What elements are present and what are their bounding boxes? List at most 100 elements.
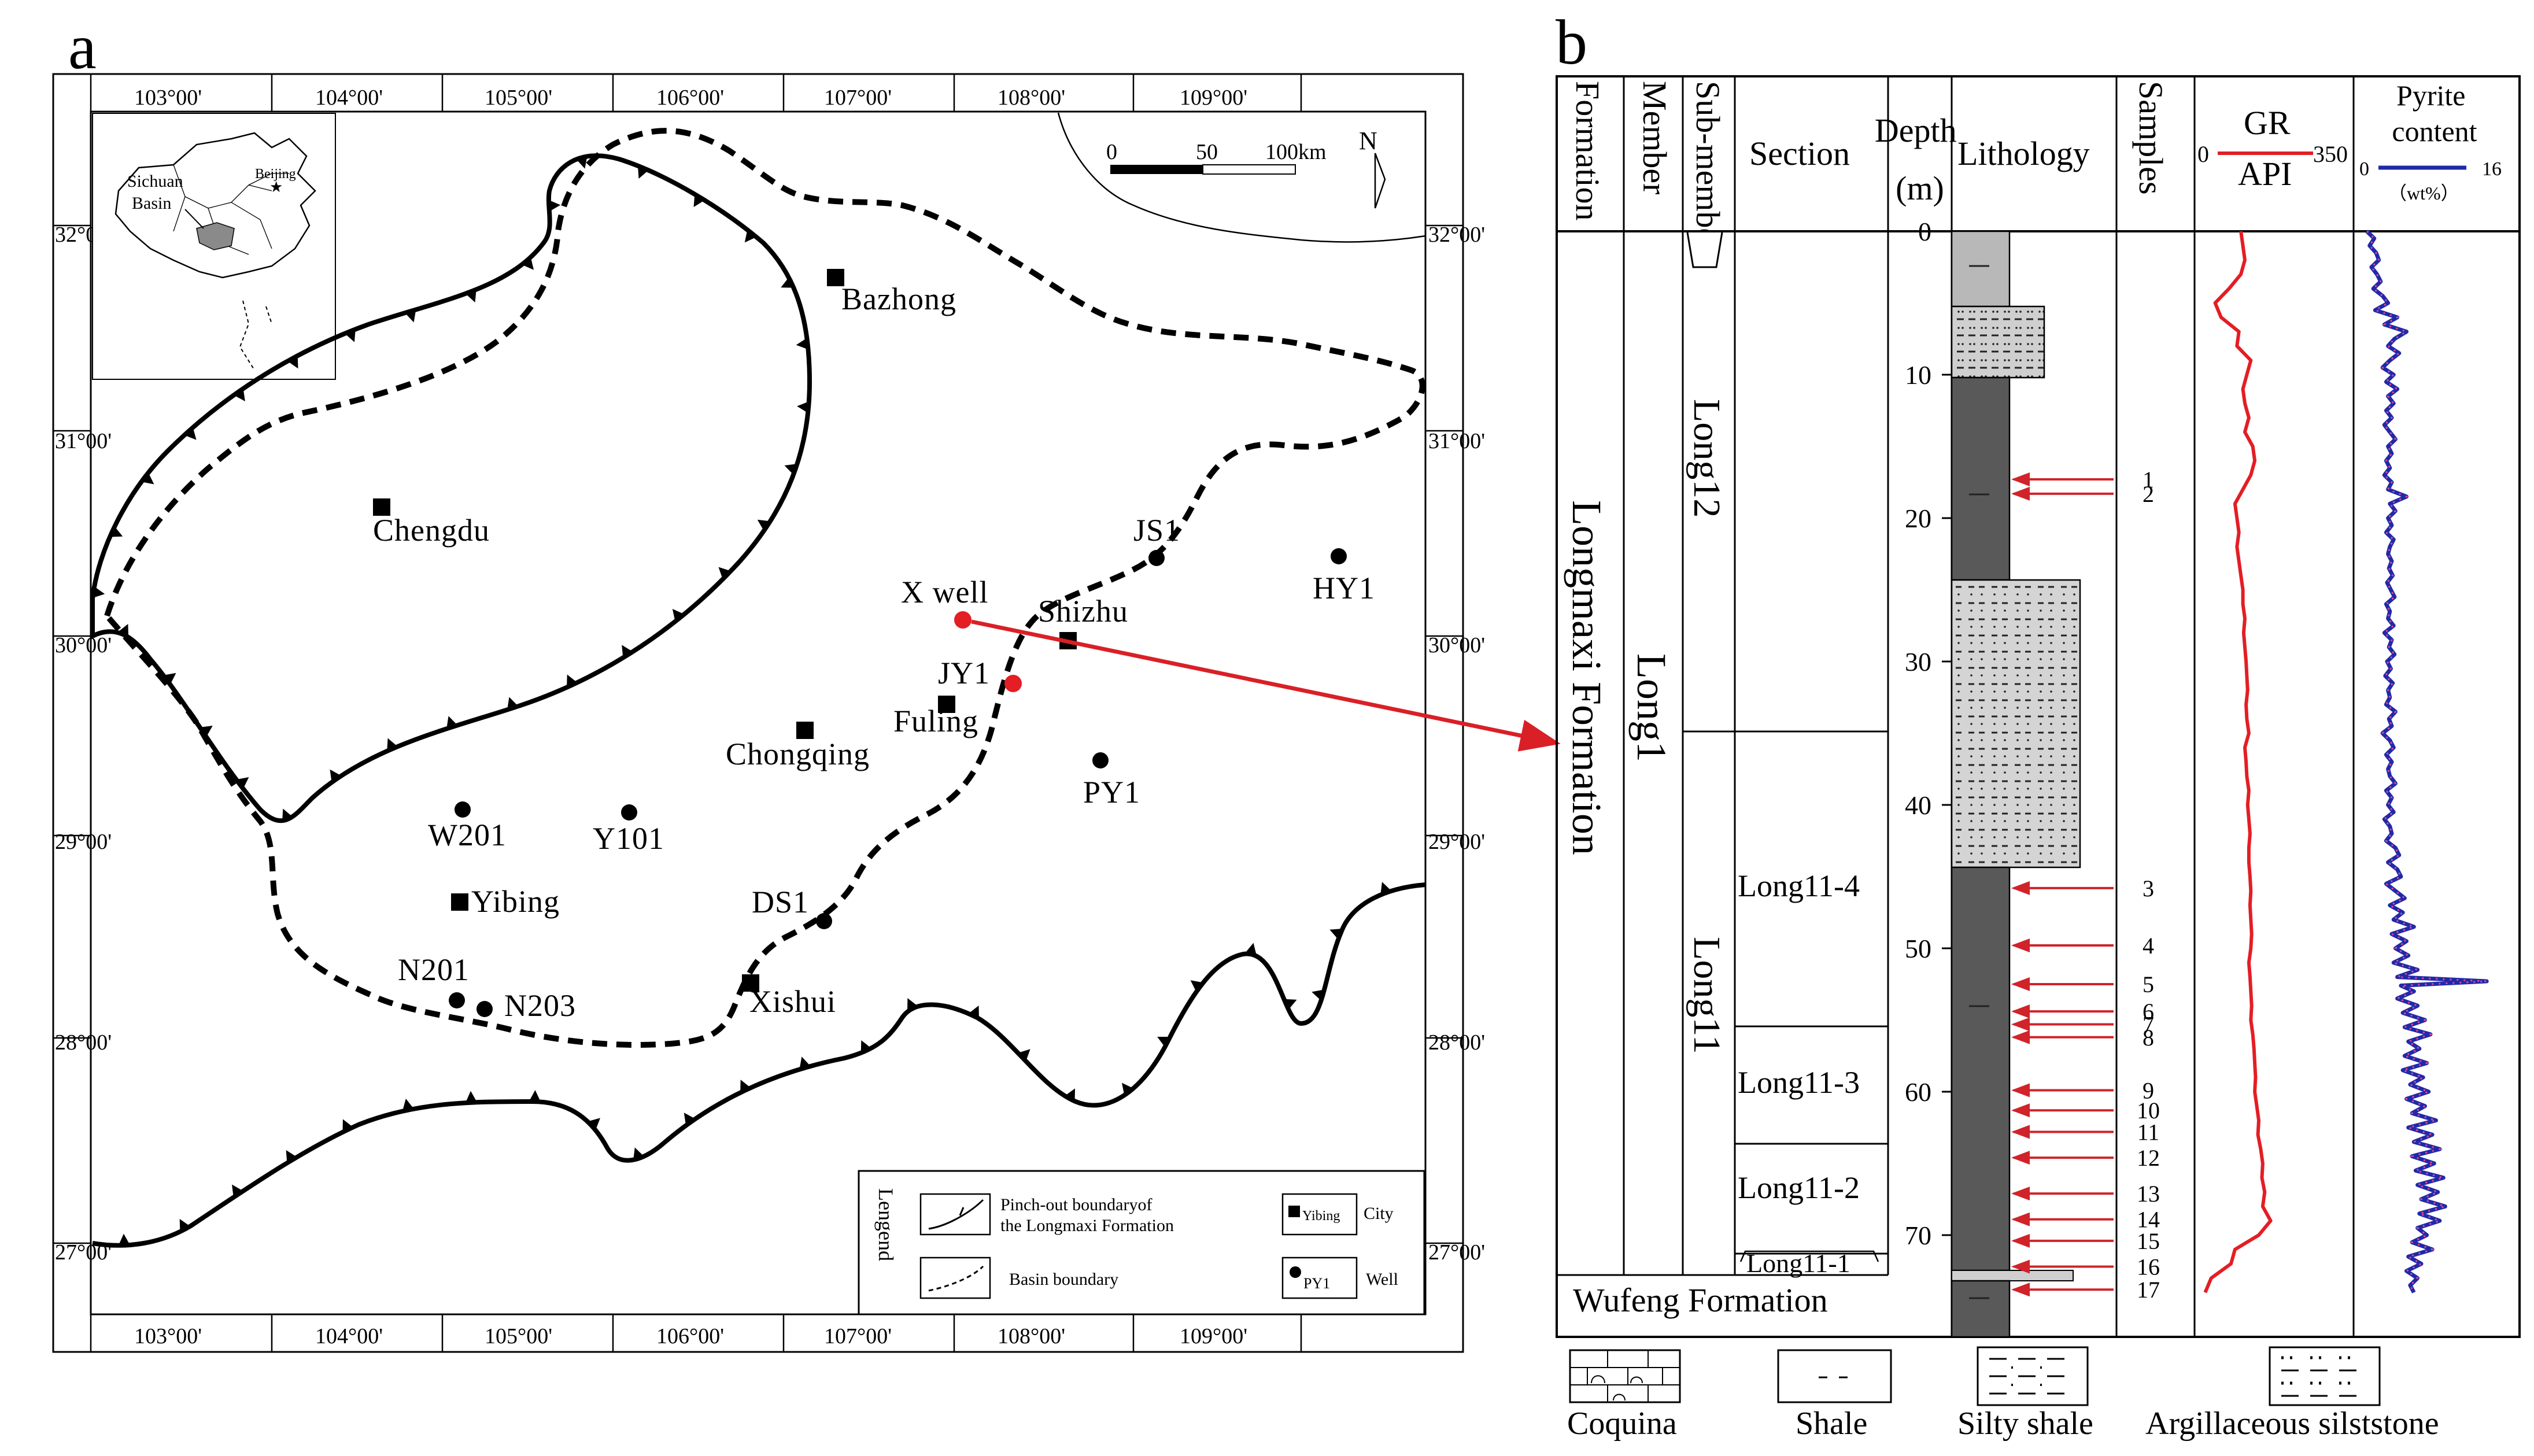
lat-label: 28°00' [55, 1030, 112, 1055]
well-label: JS1 [1133, 513, 1180, 548]
sample-label: 7 [2143, 1011, 2154, 1037]
scale-label: 50 [1196, 140, 1218, 164]
pinchout-barb [330, 769, 342, 782]
depth-tick-label: 0 [1918, 217, 1931, 246]
lon-label: 109°00' [1180, 86, 1247, 110]
silty-swatch-pattern [1989, 1358, 2064, 1395]
pinchout-barb [1380, 882, 1392, 895]
lat-label: 31°00' [55, 429, 112, 453]
city-label: Chongqing [726, 737, 870, 771]
well-label: PY1 [1083, 775, 1140, 810]
header-pyrite-line2: content [2392, 115, 2477, 147]
legend-well-sample: PY1 [1303, 1275, 1330, 1292]
py-max: 16 [2482, 158, 2502, 180]
sample-label: 2 [2143, 481, 2154, 507]
well-dot-icon [816, 913, 832, 929]
pinchout-barb [466, 289, 476, 302]
pinchout-barb [286, 1150, 297, 1163]
city-fuling: Fuling [893, 696, 978, 738]
well-label: N203 [504, 988, 576, 1023]
pinchout-boundary-south [92, 882, 1426, 1248]
longitude-labels: 103°00' 104°00' 105°00' 106°00' 107°00' … [134, 86, 1247, 1348]
pinchout-barb [672, 608, 685, 622]
legend-city-label: City [1364, 1204, 1394, 1223]
section-long11-1-bracket [1739, 1250, 1879, 1262]
lon-label: 107°00' [824, 86, 892, 110]
scale-label: 100km [1265, 140, 1327, 164]
pinchout-barb [465, 1091, 477, 1103]
litho-silty-shale [1951, 579, 2081, 869]
well-label: Y101 [593, 821, 664, 856]
litho-shale-wufeng [1951, 1280, 2011, 1338]
city-square-icon [373, 498, 390, 516]
legend-pinchout-line1: Pinch-out boundaryof [1000, 1195, 1152, 1214]
section-long11-4: Long11-4 [1738, 869, 1860, 903]
legend-pinchout-label: Pinch-out boundaryof the Longmaxi Format… [1000, 1195, 1174, 1235]
pinchout-barb [718, 567, 731, 579]
sample-label: 10 [2137, 1097, 2160, 1124]
pinchout-barb [622, 645, 633, 658]
pinchout-barb [507, 697, 519, 710]
lat-label: 29°00' [1428, 830, 1485, 854]
member-name: Long1 [1628, 653, 1675, 762]
pinchout-barb [1284, 999, 1297, 1010]
pinchout-barb [117, 624, 129, 637]
stratigraphic-column: Formation Member Sub-member Section Dept… [1556, 75, 2521, 1338]
header-section: Section [1749, 135, 1850, 172]
city-square-icon [742, 974, 759, 992]
pinchout-barb [163, 672, 176, 685]
sample-label: 16 [2137, 1254, 2160, 1280]
well-dot-icon [1092, 752, 1109, 768]
city-label: Xishui [749, 984, 836, 1019]
header-depth-line1: Depth [1875, 112, 1957, 149]
well-dot-icon-highlight [1004, 675, 1022, 692]
north-arrow: N [1359, 127, 1386, 209]
pinchout-barb [118, 1233, 130, 1246]
pinchout-barb [797, 401, 809, 413]
china-outline [114, 132, 316, 279]
well-js1: JS1 [1133, 513, 1180, 566]
formation-name: Longmaxi Formation [1564, 500, 1610, 855]
legend-well-box [1281, 1257, 1358, 1299]
pinchout-barb [287, 356, 298, 369]
sample-label: 13 [2137, 1181, 2160, 1207]
latitude-labels: 32°00' 31°00' 30°00' 29°00' 28°00' 27°00… [55, 223, 1485, 1265]
well-dot-icon [449, 992, 465, 1008]
litho-argillaceous [1951, 305, 2045, 379]
sample-label: 14 [2137, 1207, 2160, 1233]
pinchout-barb [200, 725, 213, 737]
header-pyrite: Pyrite content [2392, 79, 2477, 147]
lat-label: 31°00' [1428, 429, 1485, 453]
pinchout-barb [232, 1184, 243, 1198]
lat-label: 30°00' [1428, 633, 1485, 657]
map-graticule [53, 74, 1463, 1352]
northern-boundary-line [1057, 112, 1426, 243]
panel-b-label: b [1556, 7, 1587, 77]
legend-shale: Shale [1777, 1349, 1892, 1442]
pinchout-barb [236, 777, 249, 789]
well-py1: PY1 [1083, 752, 1140, 810]
lat-label: 27°00' [1428, 1240, 1485, 1265]
north-arrow-icon [1374, 153, 1386, 209]
sample-label: 8 [2143, 1025, 2154, 1051]
well-label: JY1 [938, 656, 990, 690]
pinchout-barb [1312, 989, 1325, 1001]
lat-label: 32°00' [1428, 223, 1485, 247]
north-arrow-icon-label: N [1359, 127, 1377, 155]
inset-leader [184, 209, 204, 229]
pinchout-barb [342, 1119, 353, 1132]
pinchout-barb [757, 519, 770, 531]
pinchout-barb [446, 716, 458, 729]
scale-bar: 0 50 100km [1106, 140, 1327, 175]
arg-swatch-dashes [2281, 1369, 2356, 1397]
pyrite-curve-track [2365, 230, 2489, 1294]
beijing-star-icon: ★ [269, 179, 283, 195]
city-label: Chengdu [373, 513, 490, 548]
legend-basin-box [919, 1257, 991, 1299]
legend-pinchout-symbol [928, 1199, 984, 1230]
litho-shale-dark-lower [1951, 866, 2011, 1272]
legend-pinchout-tick [959, 1207, 965, 1216]
lat-label: 29°00' [55, 830, 112, 854]
sichuan-basin-highlight [196, 222, 235, 250]
sample-label: 6 [2143, 999, 2154, 1025]
